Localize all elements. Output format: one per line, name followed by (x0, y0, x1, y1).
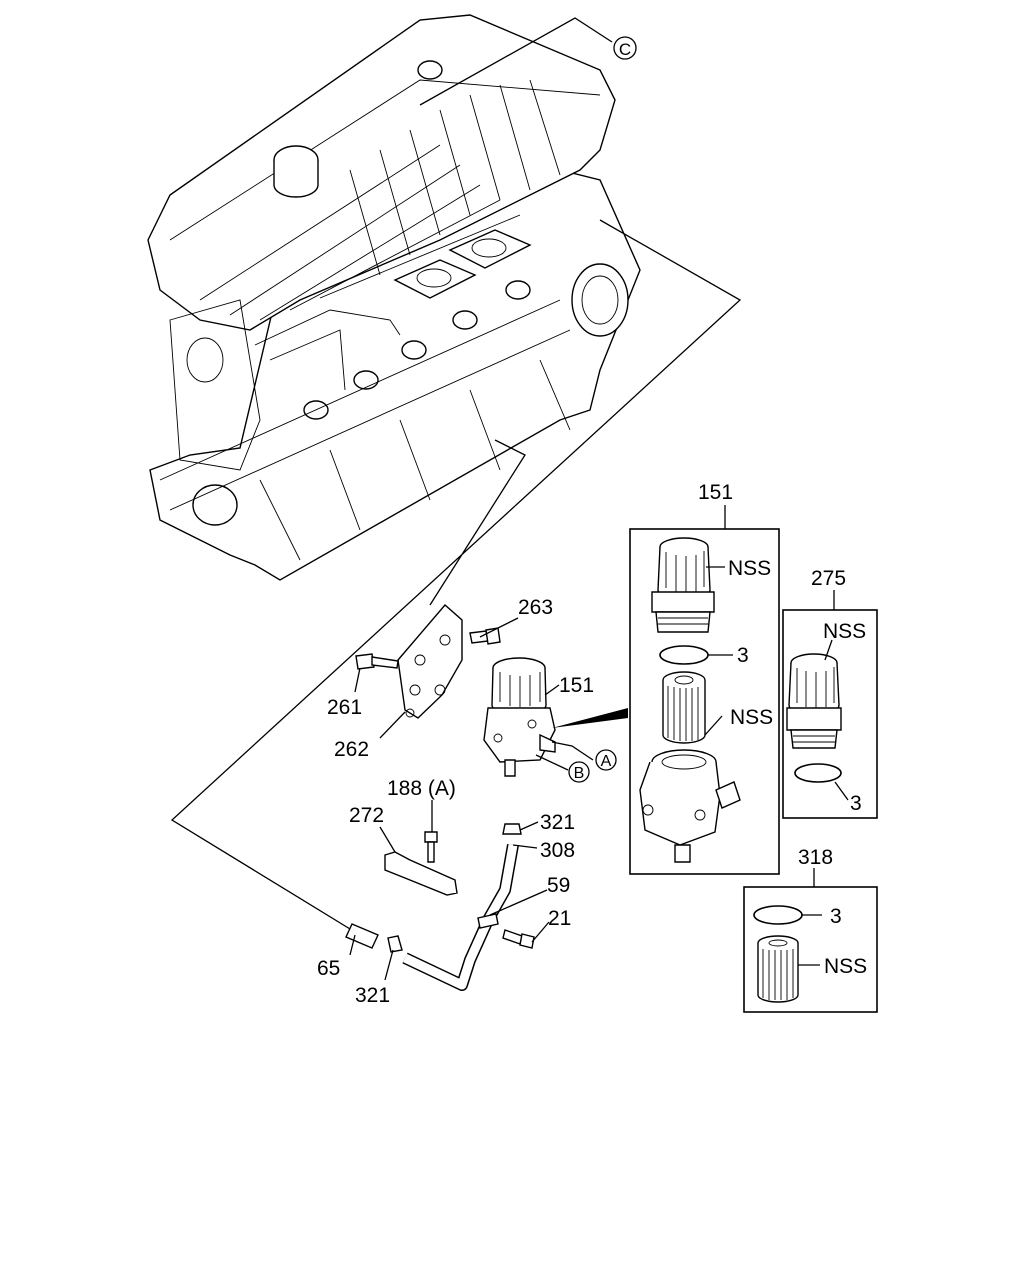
filter-element-151 (662, 671, 706, 744)
bracket-272 (384, 851, 458, 896)
filter-bracket-262 (397, 604, 463, 719)
label-nss-box275: NSS (823, 620, 866, 643)
ref-b-circle (568, 761, 590, 783)
fuel-filter-151 (483, 657, 556, 777)
label-261: 261 (327, 696, 362, 719)
label-nss-cap-box151: NSS (728, 557, 771, 580)
detail-box-151 (629, 528, 780, 875)
filter-housing-151 (639, 749, 741, 863)
filter-element-318 (757, 935, 799, 1003)
label-275: 275 (811, 567, 846, 590)
label-318: 318 (798, 846, 833, 869)
label-321-top: 321 (540, 811, 575, 834)
label-59: 59 (547, 874, 570, 897)
filter-cap-275 (786, 653, 842, 749)
label-nss-body-box151: NSS (730, 706, 773, 729)
bolt-261 (355, 653, 399, 670)
label-272: 272 (349, 804, 384, 827)
label-151-main: 151 (559, 674, 594, 697)
label-nss-box318: NSS (824, 955, 867, 978)
o-ring-3-box275 (794, 763, 842, 783)
label-188: 188 (A) (387, 777, 456, 800)
ref-a-label: A (601, 753, 612, 770)
label-3-box275: 3 (850, 792, 862, 815)
filter-cap-151 (651, 537, 715, 633)
label-151-box: 151 (698, 481, 733, 504)
clamp-59 (477, 913, 499, 929)
bolt-188 (424, 831, 438, 863)
bolt-263 (469, 627, 501, 645)
ref-c-label: C (619, 40, 631, 59)
clip-321-top (502, 823, 522, 835)
o-ring-3-box318 (753, 905, 803, 925)
ref-c-circle (613, 36, 637, 60)
label-3-box151: 3 (737, 644, 749, 667)
bolt-21 (502, 929, 535, 949)
label-263: 263 (518, 596, 553, 619)
detail-frame-line (170, 219, 742, 941)
o-ring-3-box151 (659, 645, 709, 665)
label-321-bottom: 321 (355, 984, 390, 1007)
detail-box-275 (782, 609, 878, 819)
detail-box-318 (743, 886, 878, 1013)
engine-block (147, 14, 641, 581)
label-262: 262 (334, 738, 369, 761)
clip-321-bottom (387, 935, 403, 953)
label-21: 21 (548, 907, 571, 930)
label-3-box318: 3 (830, 905, 842, 928)
ref-b-label: B (574, 765, 585, 782)
label-308: 308 (540, 839, 575, 862)
ref-a-circle (595, 749, 617, 771)
fitting-65 (345, 923, 379, 949)
detail-arrow (552, 708, 628, 728)
label-65: 65 (317, 957, 340, 980)
